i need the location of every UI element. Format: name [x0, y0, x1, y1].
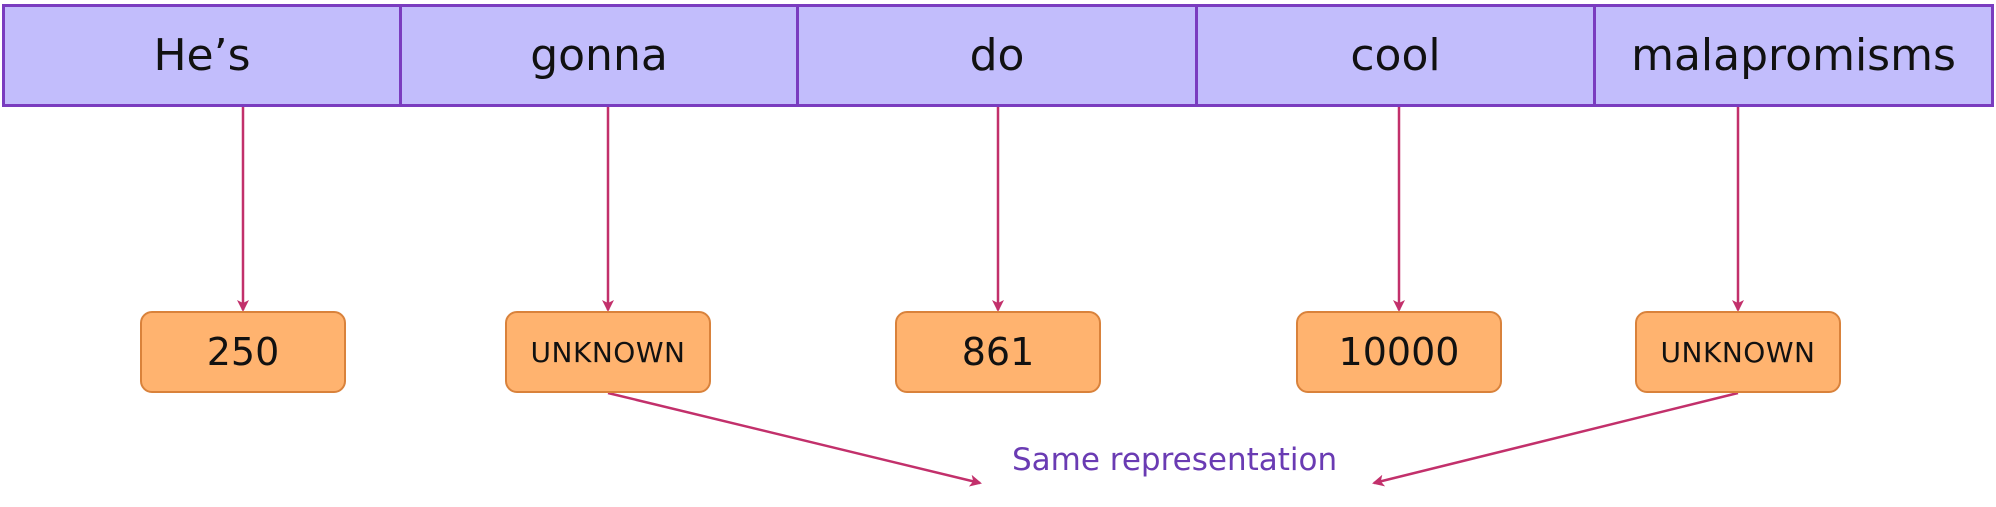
token-box-5: UNKNOWN	[1635, 311, 1841, 393]
word-box-4: cool	[1196, 4, 1596, 107]
word-box-1: He’s	[2, 4, 402, 107]
token-box-4: 10000	[1296, 311, 1502, 393]
same-representation-label: Same representation	[1012, 442, 1338, 478]
token-box-2: UNKNOWN	[505, 311, 711, 393]
token-box-3: 861	[895, 311, 1101, 393]
word-box-3: do	[797, 4, 1198, 107]
arrow-token-2-to-note	[607, 391, 982, 487]
arrow-token-5-to-note	[1372, 391, 1739, 487]
word-box-2: gonna	[400, 4, 799, 107]
token-box-1: 250	[140, 311, 346, 393]
word-box-5: malapromisms	[1594, 4, 1994, 107]
